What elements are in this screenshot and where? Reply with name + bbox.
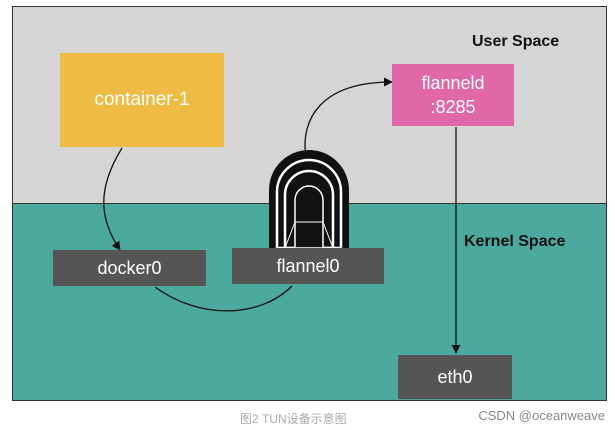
user-space-label: User Space — [472, 33, 560, 50]
kernel-space-label: Kernel Space — [464, 233, 566, 250]
eth0-box: eth0 — [398, 355, 512, 399]
flanneld-port-label: :8285 — [430, 97, 476, 117]
edge-tunnel-to-flanneld — [304, 77, 393, 159]
edge-container-to-docker0 — [103, 147, 123, 251]
tunnel-icon — [269, 150, 349, 250]
docker0-box: docker0 — [53, 250, 206, 286]
flannel0-box: flannel0 — [232, 248, 384, 284]
figure-caption: 图2 TUN设备示意图 — [240, 412, 347, 426]
container-1-box: container-1 — [60, 53, 224, 147]
edge-docker0-to-flannel0 — [154, 285, 293, 312]
flanneld-label: flanneld — [421, 73, 485, 93]
flanneld-box: flanneld :8285 — [392, 64, 514, 126]
watermark: CSDN @oceanweave — [478, 408, 605, 423]
